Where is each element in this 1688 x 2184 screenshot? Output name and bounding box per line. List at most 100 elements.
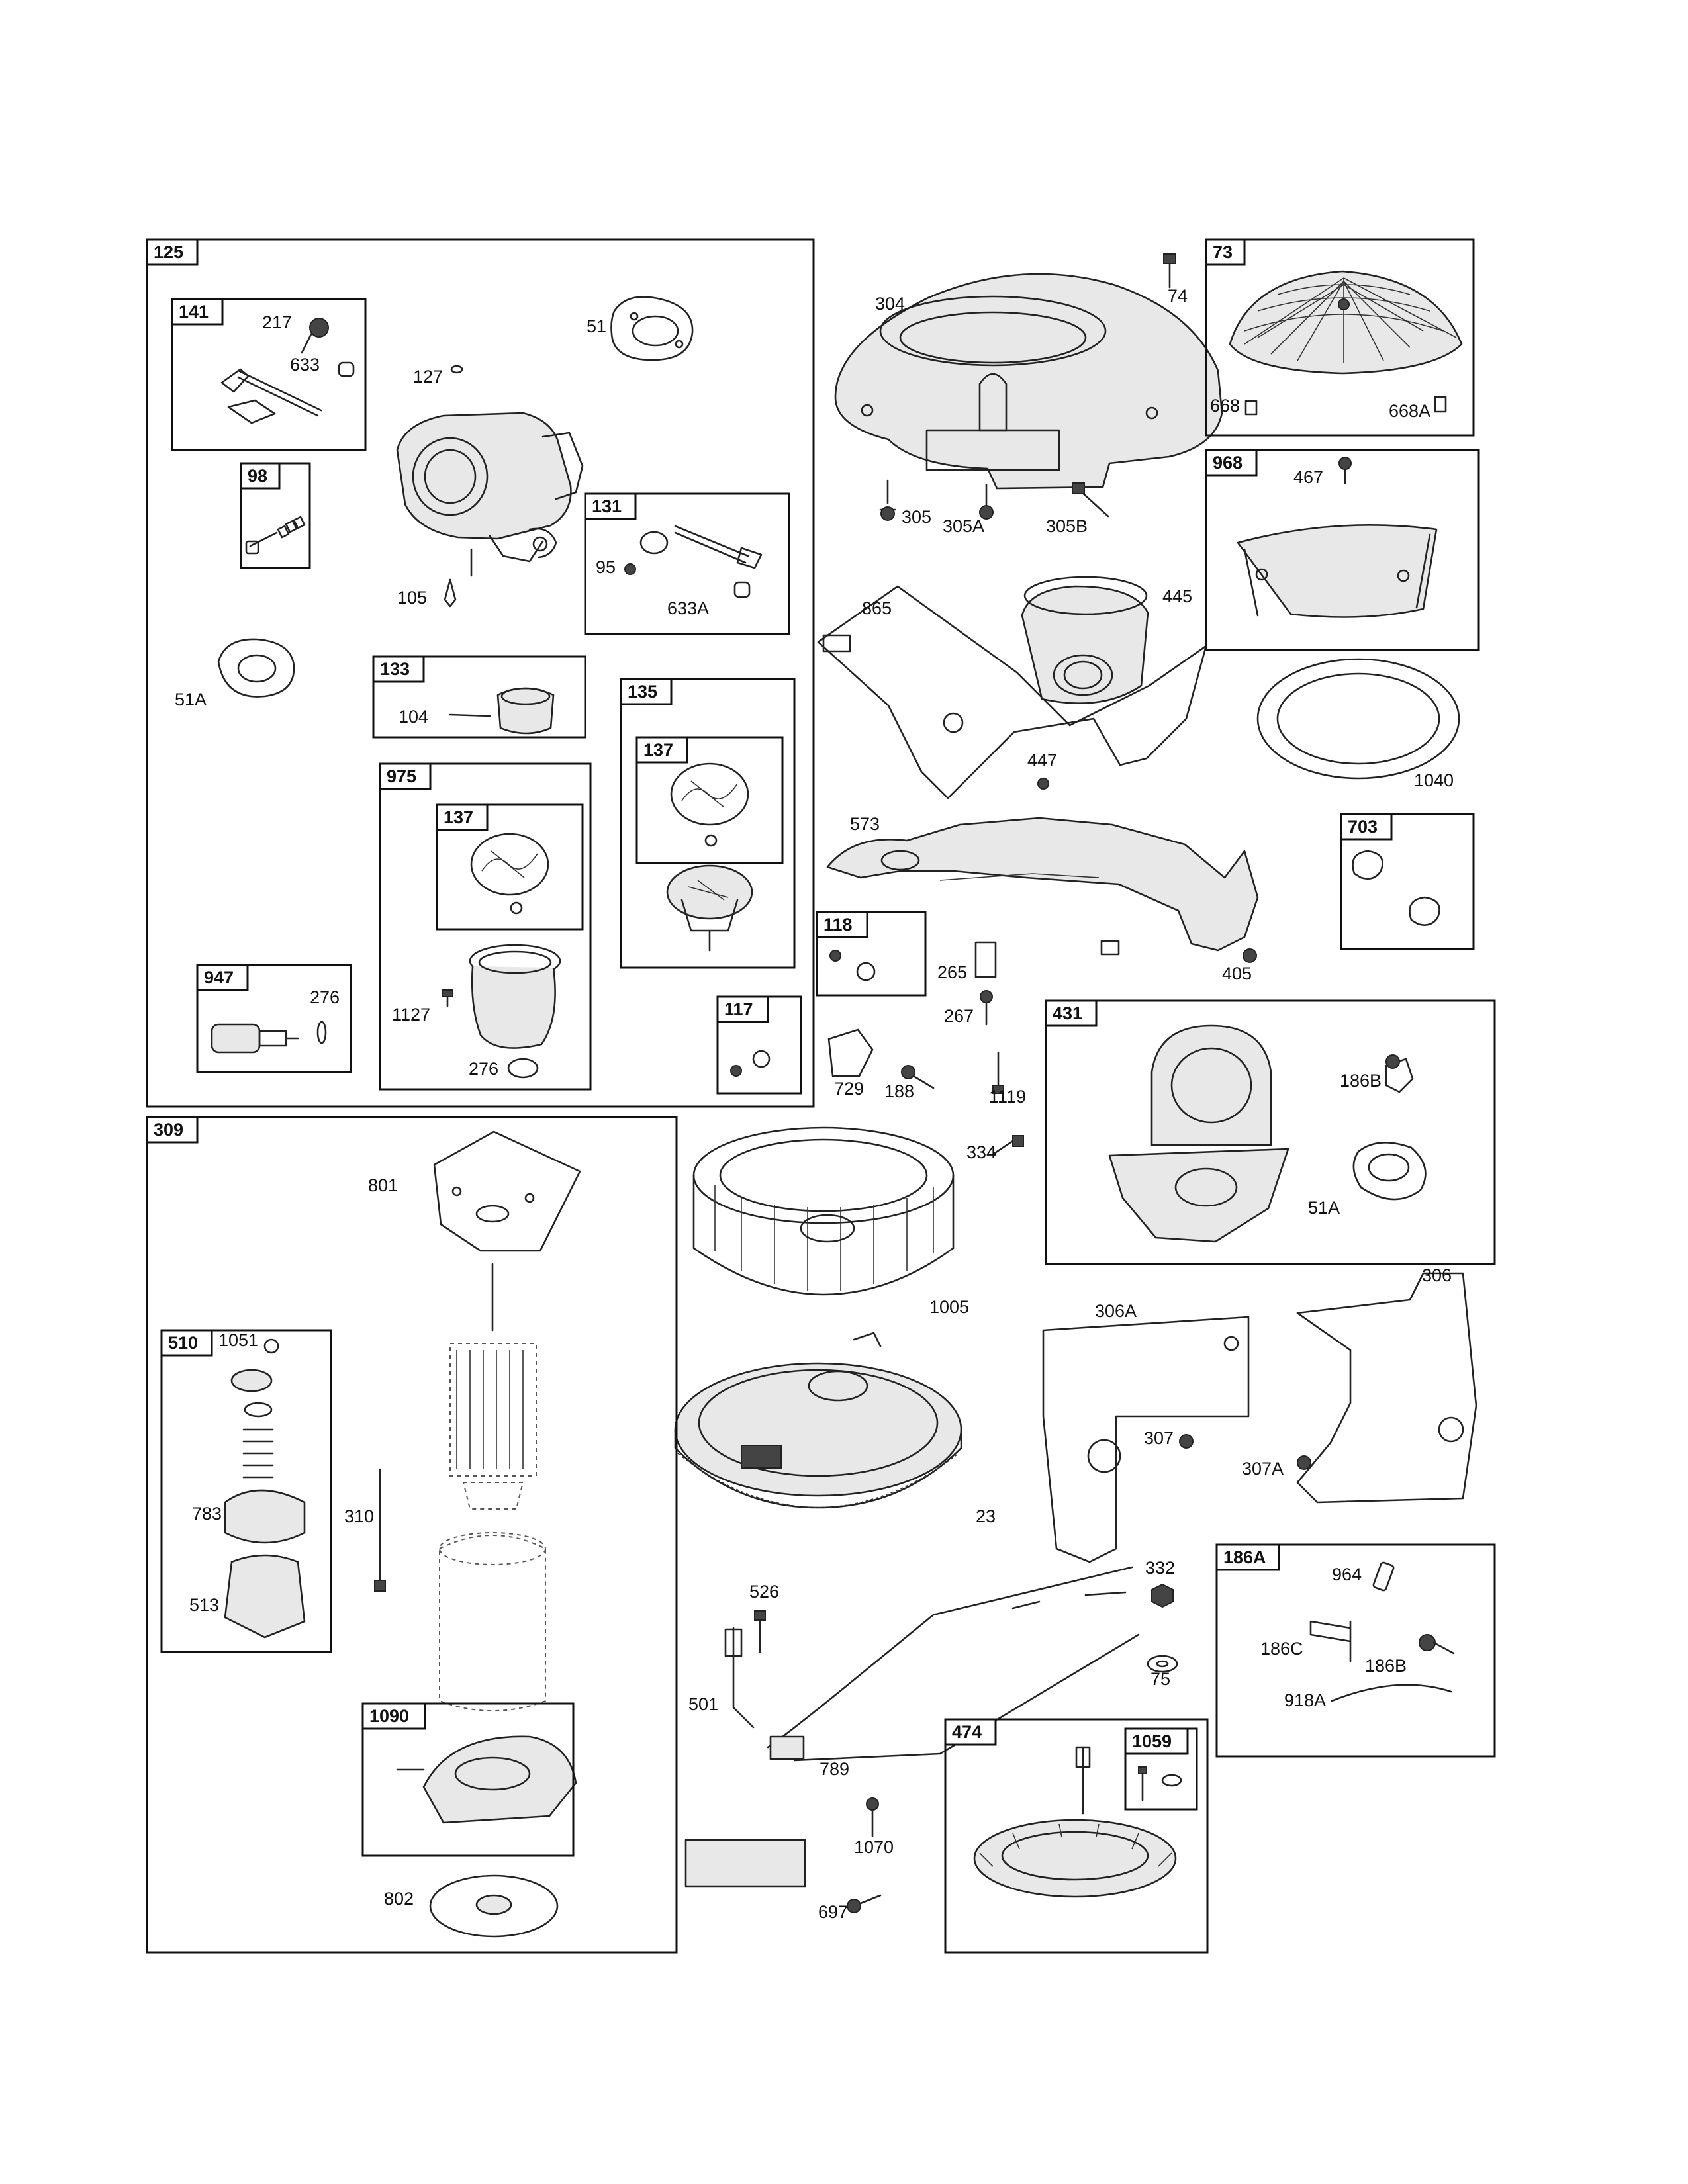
group-box-125: [146, 238, 815, 1108]
part-throttle-shaft: [624, 525, 763, 598]
group-label: 117: [724, 999, 753, 1019]
group-tab-133: [372, 655, 425, 683]
part-bolt-526: [754, 1610, 766, 1653]
group-tab-1090: [361, 1702, 426, 1730]
group-label: 73: [1213, 242, 1233, 262]
part-127: [450, 365, 463, 374]
part-callout: 310: [344, 1506, 374, 1526]
group-tab-703: [1340, 813, 1393, 841]
part-callout: 1127: [392, 1005, 430, 1024]
part-nut-332: [1151, 1583, 1174, 1608]
group-label: 186A: [1223, 1547, 1266, 1567]
part-gasket-51A-b: [1352, 1142, 1427, 1201]
group-tab-117: [716, 995, 769, 1023]
part-callout: 75: [1150, 1669, 1170, 1689]
group-tab-131: [584, 492, 637, 520]
part-gasket-137b: [470, 833, 549, 915]
part-callout: 305: [902, 507, 931, 527]
part-callout: 276: [310, 987, 340, 1007]
part-rotating-screen: [1229, 270, 1463, 416]
part-265: [974, 941, 997, 978]
group-label: 947: [204, 968, 234, 987]
part-bolt-74: [1163, 253, 1176, 289]
part-callout: 697: [818, 1902, 848, 1922]
part-screw-307: [1179, 1434, 1194, 1449]
part-callout: 445: [1162, 586, 1192, 606]
part-gasket-51: [610, 296, 694, 361]
group-label: 98: [248, 466, 267, 486]
part-118: [829, 950, 876, 981]
part-callout: 501: [688, 1694, 718, 1714]
part-callout: 307: [1144, 1428, 1174, 1448]
part-bolt-697: [847, 1894, 882, 1913]
part-callout: 276: [469, 1059, 498, 1079]
part-729: [827, 1028, 874, 1077]
part-callout: 1070: [854, 1837, 894, 1857]
group-tab-510: [160, 1329, 213, 1357]
part-callout: 305B: [1046, 516, 1088, 536]
group-tab-135: [620, 678, 673, 705]
part-air-cleaner-base: [1108, 1024, 1414, 1243]
part-callout: 51: [586, 316, 606, 336]
part-fuel-solenoid: [211, 1021, 327, 1054]
group-label: 131: [592, 496, 622, 516]
part-callout: 217: [262, 312, 292, 332]
part-callout: 526: [749, 1582, 779, 1602]
part-starter-bracket: [433, 1130, 581, 1252]
group-label: 510: [168, 1333, 198, 1353]
part-callout: 306A: [1095, 1301, 1137, 1321]
part-callout: 127: [413, 367, 443, 387]
part-carburetor: [396, 412, 584, 577]
part-air-filter: [1021, 576, 1149, 704]
part-callout: 265: [937, 962, 967, 982]
part-ring-1040: [1256, 658, 1460, 780]
part-callout: 573: [850, 814, 880, 834]
part-callout: 304: [875, 294, 905, 314]
group-box-510: [160, 1329, 332, 1653]
group-tab-186A: [1215, 1543, 1280, 1571]
part-105: [444, 578, 457, 608]
part-callout: 633: [290, 355, 320, 375]
part-wire-harness: [684, 1566, 1140, 1888]
part-starter-housing: [439, 1532, 546, 1711]
part-405: [1243, 948, 1257, 963]
part-callout: 1119: [989, 1087, 1026, 1107]
group-tab-125: [146, 238, 199, 266]
part-washer-75: [1147, 1655, 1178, 1673]
part-callout: 305A: [943, 516, 984, 536]
group-box-703: [1340, 813, 1475, 950]
group-tab-137b: [436, 803, 489, 831]
part-callout: 95: [596, 557, 616, 577]
part-1119: [992, 1051, 1004, 1094]
group-label: 431: [1053, 1003, 1082, 1023]
part-stator: [973, 1746, 1177, 1898]
part-callout: 633A: [667, 598, 709, 618]
group-box-975: [379, 762, 592, 1091]
part-callout: 802: [384, 1889, 414, 1909]
group-label: 137: [643, 740, 673, 760]
part-starter-drive: [224, 1338, 306, 1639]
part-callout: 186C: [1260, 1639, 1303, 1659]
part-callout: 334: [966, 1142, 996, 1162]
part-air-guide: [826, 817, 1259, 956]
group-box-137b: [436, 803, 584, 931]
group-box-186A: [1215, 1543, 1496, 1758]
part-callout: 729: [834, 1079, 864, 1099]
part-fittings-186A: [1309, 1561, 1455, 1702]
group-label: 309: [154, 1120, 183, 1140]
part-188: [901, 1065, 935, 1089]
group-box-1090: [361, 1702, 575, 1857]
group-tab-968: [1205, 449, 1258, 477]
part-idle-screw: [245, 516, 306, 555]
part-callout: 51A: [175, 690, 207, 709]
part-callout: 188: [884, 1081, 914, 1101]
part-callout: 74: [1168, 286, 1188, 306]
group-box-131: [584, 492, 790, 635]
group-label: 1090: [369, 1706, 409, 1726]
group-tab-1059: [1124, 1727, 1189, 1755]
part-callout: 1005: [929, 1297, 969, 1317]
part-callout: 668A: [1389, 401, 1430, 421]
group-label: 968: [1213, 453, 1243, 473]
group-boxes: 1251419813113313513797513794711773968703…: [146, 238, 1496, 1954]
part-callout: 306: [1422, 1265, 1452, 1285]
